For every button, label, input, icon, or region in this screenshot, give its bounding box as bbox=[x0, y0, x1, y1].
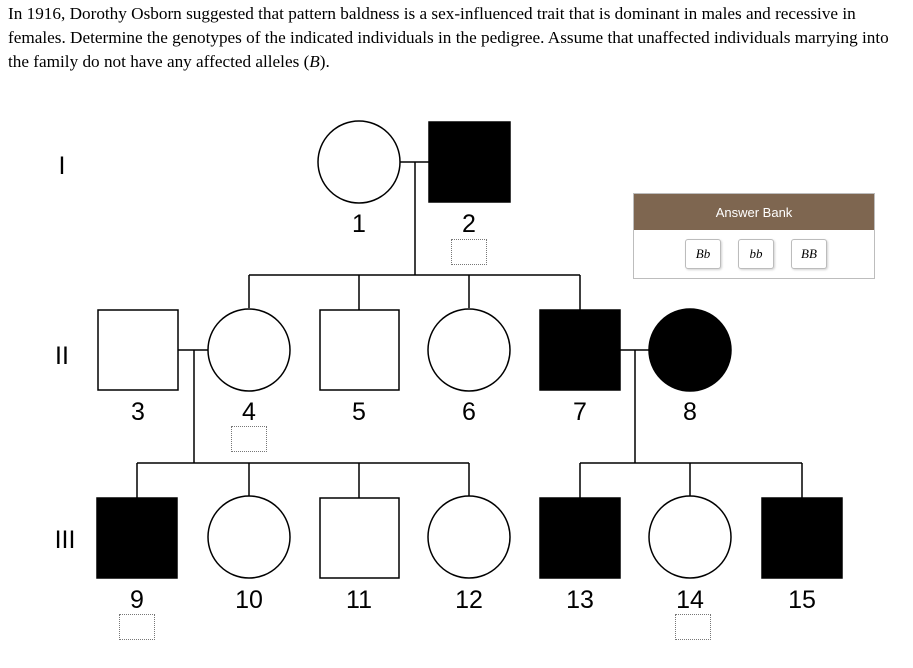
individual-number-11: 11 bbox=[346, 586, 372, 614]
individual-13-male-affected bbox=[539, 497, 621, 579]
individual-number-13: 13 bbox=[566, 586, 594, 614]
pedigree-lines bbox=[136, 161, 803, 498]
question-text: In 1916, Dorothy Osborn suggested that p… bbox=[8, 2, 908, 74]
individual-14-female-unaffected bbox=[648, 495, 732, 579]
genotype-drop-target-14[interactable] bbox=[675, 614, 711, 640]
individual-number-6: 6 bbox=[462, 398, 476, 426]
individual-number-8: 8 bbox=[683, 398, 697, 426]
individual-number-7: 7 bbox=[573, 398, 587, 426]
individual-3-male-unaffected bbox=[97, 309, 179, 391]
individual-1-female-unaffected bbox=[317, 120, 401, 204]
individual-number-15: 15 bbox=[788, 586, 816, 614]
individual-15-male-affected bbox=[761, 497, 843, 579]
answer-chip-BB[interactable]: BB bbox=[791, 239, 827, 269]
question-part1: In 1916, Dorothy Osborn suggested that p… bbox=[8, 4, 889, 71]
answer-bank-title: Answer Bank bbox=[715, 204, 793, 220]
individual-number-3: 3 bbox=[131, 398, 145, 426]
individual-4-female-unaffected bbox=[207, 308, 291, 392]
individual-6-female-unaffected bbox=[427, 308, 511, 392]
individual-number-14: 14 bbox=[676, 586, 704, 614]
individual-12-female-unaffected bbox=[427, 495, 511, 579]
answer-chip-bb[interactable]: bb bbox=[738, 239, 774, 269]
generation-label-2: II bbox=[55, 342, 69, 370]
individual-number-10: 10 bbox=[235, 586, 263, 614]
individual-number-5: 5 bbox=[352, 398, 366, 426]
individual-2-male-affected bbox=[428, 121, 511, 203]
answer-bank: Answer Bank Bb bb BB bbox=[633, 193, 875, 279]
answer-bank-options: Bb bb BB bbox=[634, 230, 874, 278]
individual-9-male-affected bbox=[96, 497, 178, 579]
generation-label-3: III bbox=[55, 526, 76, 554]
individual-number-4: 4 bbox=[242, 398, 256, 426]
individual-5-male-unaffected bbox=[319, 309, 400, 391]
individual-number-12: 12 bbox=[455, 586, 483, 614]
allele-symbol: B bbox=[309, 52, 320, 71]
question-part2: ). bbox=[319, 52, 330, 71]
answer-bank-header: Answer Bank bbox=[634, 194, 874, 230]
individual-11-male-unaffected bbox=[319, 497, 400, 579]
individual-7-male-affected bbox=[539, 309, 621, 391]
genotype-drop-target-2[interactable] bbox=[451, 239, 487, 265]
answer-chip-Bb[interactable]: Bb bbox=[685, 239, 721, 269]
individual-10-female-unaffected bbox=[207, 495, 291, 579]
genotype-drop-target-4[interactable] bbox=[231, 426, 267, 452]
individual-8-female-affected bbox=[648, 308, 732, 392]
genotype-drop-target-9[interactable] bbox=[119, 614, 155, 640]
individual-number-1: 1 bbox=[352, 210, 366, 238]
individual-number-2: 2 bbox=[462, 210, 476, 238]
generation-label-1: I bbox=[59, 152, 66, 180]
individual-number-9: 9 bbox=[130, 586, 144, 614]
